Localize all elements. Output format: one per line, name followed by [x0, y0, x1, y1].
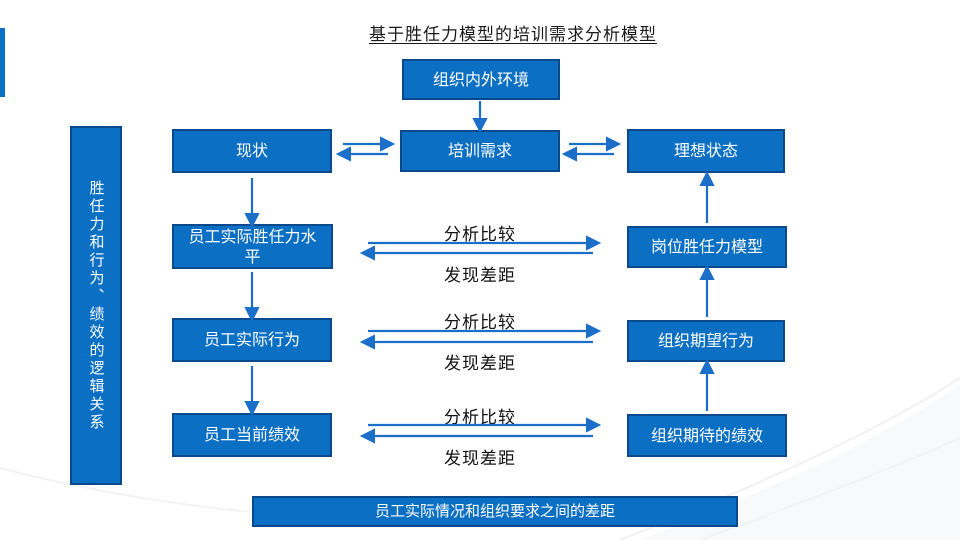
- gap-label: 发现差距: [444, 354, 516, 374]
- gap-label: 发现差距: [444, 266, 516, 286]
- compare-label: 分析比较: [444, 313, 516, 333]
- compare-label: 分析比较: [444, 225, 516, 245]
- node-current-performance: 员工当前绩效: [172, 413, 332, 457]
- node-expected-performance: 组织期待的绩效: [627, 414, 787, 457]
- node-employee-competency: 员工实际胜任力水平: [172, 224, 333, 269]
- sidebar-logic-relation: 胜任力和行为、绩效的逻辑关系: [70, 126, 122, 485]
- node-current-state: 现状: [172, 129, 332, 173]
- node-environment: 组织内外环境: [402, 59, 560, 100]
- gap-label: 发现差距: [444, 449, 516, 469]
- page-title: 基于胜任力模型的培训需求分析模型: [369, 25, 657, 45]
- node-post-competency-model: 岗位胜任力模型: [627, 226, 787, 268]
- sidebar-label: 胜任力和行为、绩效的逻辑关系: [87, 179, 106, 432]
- node-expected-behavior: 组织期望行为: [627, 320, 785, 362]
- node-training-need: 培训需求: [400, 130, 560, 172]
- node-employee-behavior: 员工实际行为: [172, 318, 332, 362]
- compare-label: 分析比较: [444, 408, 516, 428]
- node-gap-summary: 员工实际情况和组织要求之间的差距: [252, 496, 738, 527]
- node-ideal-state: 理想状态: [627, 129, 785, 173]
- left-accent-bar: [0, 28, 5, 97]
